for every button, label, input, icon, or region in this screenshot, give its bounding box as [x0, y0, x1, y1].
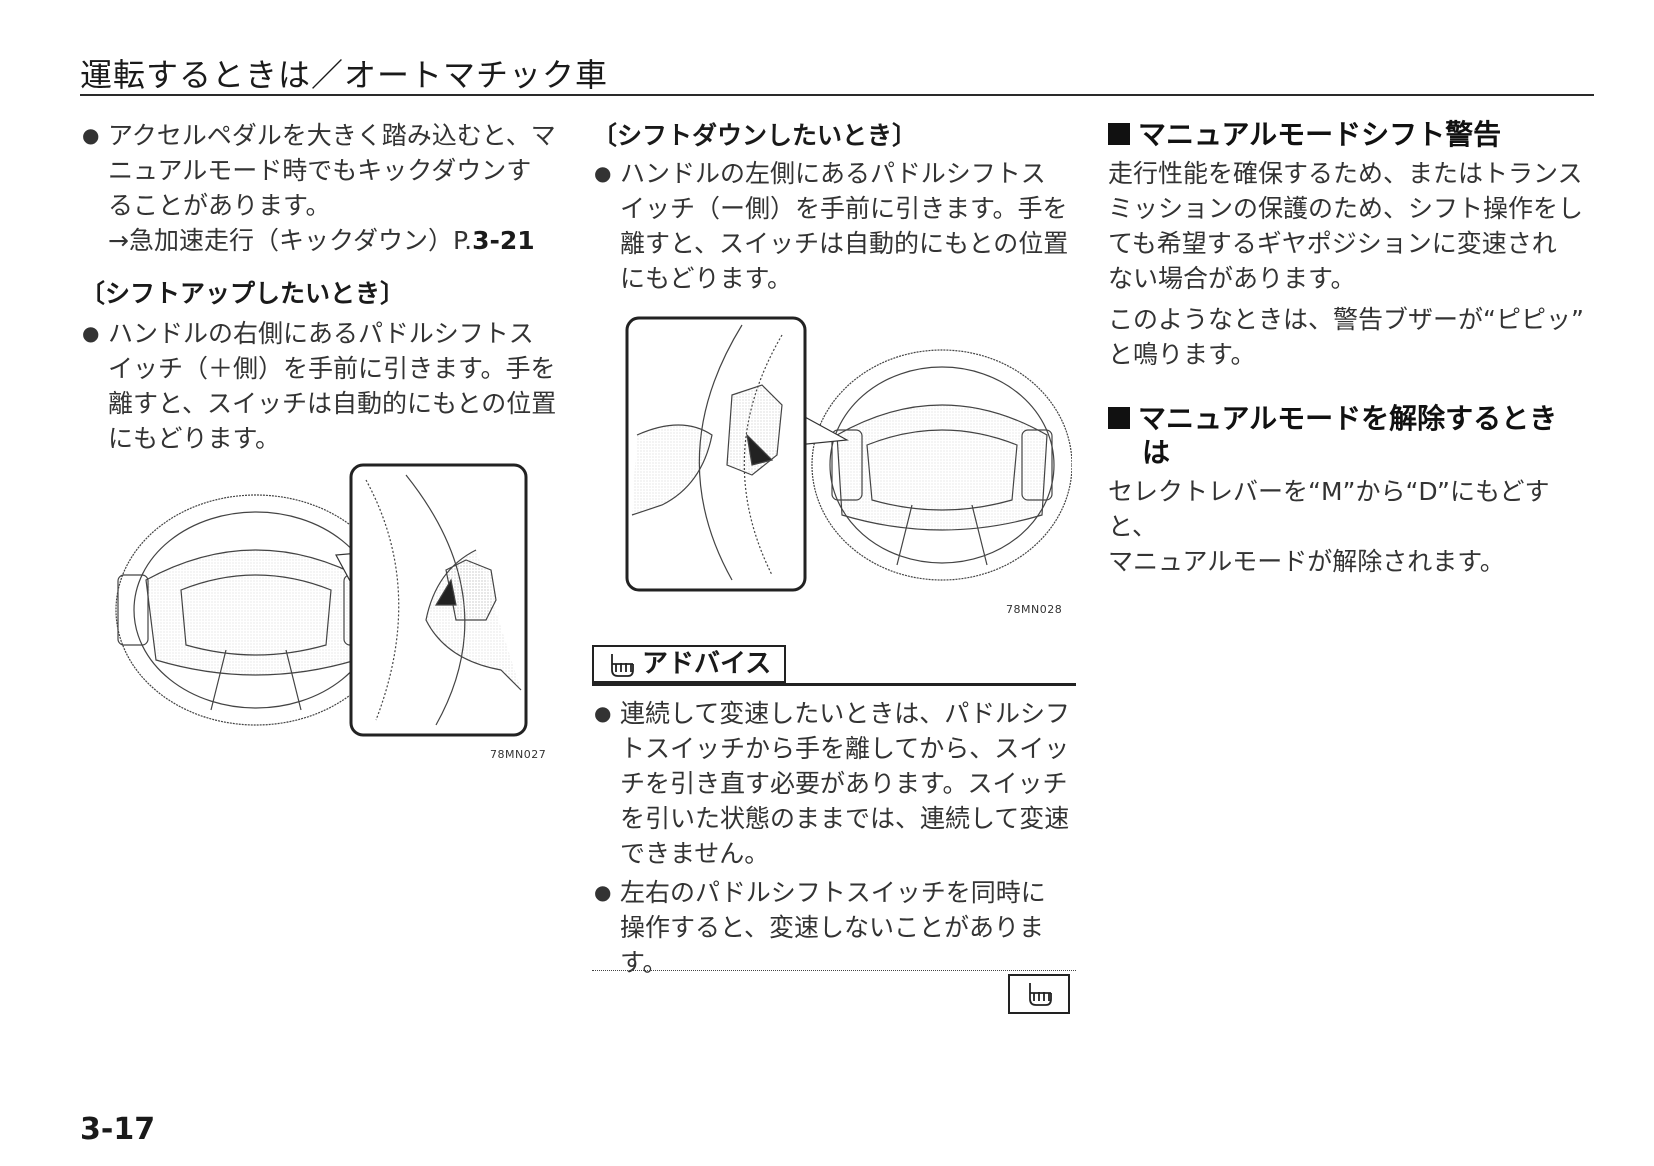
figure-shift-up-illustration — [115, 463, 528, 737]
reference-page: 3-21 — [472, 226, 535, 255]
figure-code: 78MN027 — [490, 748, 547, 761]
page-reference[interactable]: →急加速走行（キックダウン）P.3-21 — [80, 223, 560, 258]
paragraph-warning: 走行性能を確保するため、またはトランス ミッションの保護のため、シフト操作をし … — [1108, 156, 1594, 296]
text-line: このようなときは、警告ブザーが“ピピッ” — [1108, 305, 1584, 334]
text-line: イッチ（＋側）を手前に引きます。手を — [108, 354, 556, 383]
text-line: ハンドルの左側にあるパドルシフトス — [620, 159, 1046, 188]
text-line: 離すと、スイッチは自動的にもとの位置 — [620, 229, 1069, 258]
bullet-dot-icon: ● — [82, 321, 100, 345]
square-bullet-icon — [1108, 123, 1130, 145]
text-line: ない場合があります。 — [1108, 264, 1356, 293]
bullet-dot-icon: ● — [594, 701, 612, 725]
section-heading-text: マニュアルモードを解除するとき — [1138, 402, 1558, 435]
page-number: 3-17 — [80, 1112, 156, 1147]
text-line: ハンドルの右側にあるパドルシフトス — [108, 319, 534, 348]
bullet-kickdown: ● アクセルペダルを大きく踏み込むと、マ ニュアルモード時でもキックダウンす る… — [80, 118, 560, 223]
text-line: ニュアルモード時でもキックダウンす — [108, 156, 532, 185]
square-bullet-icon — [1108, 407, 1130, 429]
subhead-shift-down: 〔シフトダウンしたいとき〕 — [592, 121, 918, 150]
section-heading-line: は — [1142, 436, 1171, 469]
text-line: 離すと、スイッチは自動的にもとの位置 — [108, 389, 557, 418]
text-line: にもどります。 — [620, 264, 793, 293]
text-line: できません。 — [620, 839, 770, 868]
reference-text: →急加速走行（キックダウン）P. — [108, 226, 473, 255]
advice-bullet-simultaneous: ● 左右のパドルシフトスイッチを同時に 操作すると、変速しないことがありま す。 — [592, 875, 1076, 980]
text-line: を引いた状態のままでは、連続して変速 — [620, 804, 1070, 833]
text-line: ても希望するギヤポジションに変速され — [1108, 229, 1557, 258]
advice-rule — [592, 683, 1076, 686]
figure-code: 78MN028 — [1006, 603, 1063, 616]
text-line: す。 — [620, 948, 668, 977]
paragraph-cancel: セレクトレバーを“M”から“D”にもどすと、 マニュアルモードが解除されます。 — [1108, 474, 1594, 579]
bullet-shift-up: ● ハンドルの右側にあるパドルシフトス イッチ（＋側）を手前に引きます。手を 離… — [80, 316, 560, 456]
paragraph-buzzer: このようなときは、警告ブザーが“ピピッ” と鳴ります。 — [1108, 302, 1594, 372]
advice-end-rule — [592, 970, 1076, 971]
advice-title: アドバイス — [642, 649, 772, 679]
text-line: と鳴ります。 — [1108, 340, 1256, 369]
text-line: マニュアルモードが解除されます。 — [1108, 547, 1505, 576]
bullet-dot-icon: ● — [82, 123, 100, 147]
bullet-dot-icon: ● — [594, 161, 612, 185]
section-heading-cancel-manual: マニュアルモードを解除するとき は — [1108, 402, 1594, 470]
bullet-shift-down: ● ハンドルの左側にあるパドルシフトス イッチ（ー側）を手前に引きます。手を 離… — [592, 156, 1072, 296]
bullet-dot-icon: ● — [594, 880, 612, 904]
pointing-hand-icon — [1029, 983, 1052, 1006]
header-rule — [80, 94, 1594, 96]
advice-content: ● 連続して変速したいときは、パドルシフ トスイッチから手を離してから、スイッ … — [592, 696, 1076, 980]
column-left: ● アクセルペダルを大きく踏み込むと、マ ニュアルモード時でもキックダウンす る… — [80, 118, 560, 456]
section-heading-shift-warning: マニュアルモードシフト警告 — [1108, 118, 1594, 152]
text-line: 連続して変速したいときは、パドルシフ — [620, 699, 1071, 728]
text-line: チを引き直す必要があります。スイッチ — [620, 769, 1068, 798]
text-line: ることがあります。 — [108, 191, 331, 220]
text-line: 走行性能を確保するため、またはトランス — [1108, 159, 1583, 188]
subhead-shift-up: 〔シフトアップしたいとき〕 — [80, 279, 406, 308]
text-line: 操作すると、変速しないことがありま — [620, 913, 1045, 942]
section-heading-line: マニュアルモードを解除するとき — [1108, 402, 1594, 436]
text-line: にもどります。 — [108, 424, 281, 453]
advice-header: アドバイス — [592, 645, 1076, 686]
pointing-hand-icon — [611, 654, 634, 677]
text-line: 左右のパドルシフトスイッチを同時に — [620, 878, 1046, 907]
advice-end-marker — [1008, 974, 1070, 1014]
column-middle: 〔シフトダウンしたいとき〕 ● ハンドルの左側にあるパドルシフトス イッチ（ー側… — [592, 118, 1072, 296]
figure-shift-down-illustration — [625, 316, 1072, 592]
text-line: ミッションの保護のため、シフト操作をし — [1108, 194, 1584, 223]
text-line: イッチ（ー側）を手前に引きます。手を — [620, 194, 1068, 223]
advice-bullet-continuous: ● 連続して変速したいときは、パドルシフ トスイッチから手を離してから、スイッ … — [592, 696, 1076, 871]
section-heading-text: マニュアルモードシフト警告 — [1138, 118, 1502, 151]
text-line: トスイッチから手を離してから、スイッ — [620, 734, 1070, 763]
column-right: マニュアルモードシフト警告 走行性能を確保するため、またはトランス ミッションの… — [1108, 118, 1594, 579]
text-line: セレクトレバーを“M”から“D”にもどすと、 — [1108, 477, 1550, 541]
page-title: 運転するときは／オートマチック車 — [80, 56, 609, 94]
text-line: アクセルペダルを大きく踏み込むと、マ — [108, 121, 556, 150]
advice-label: アドバイス — [592, 645, 786, 683]
